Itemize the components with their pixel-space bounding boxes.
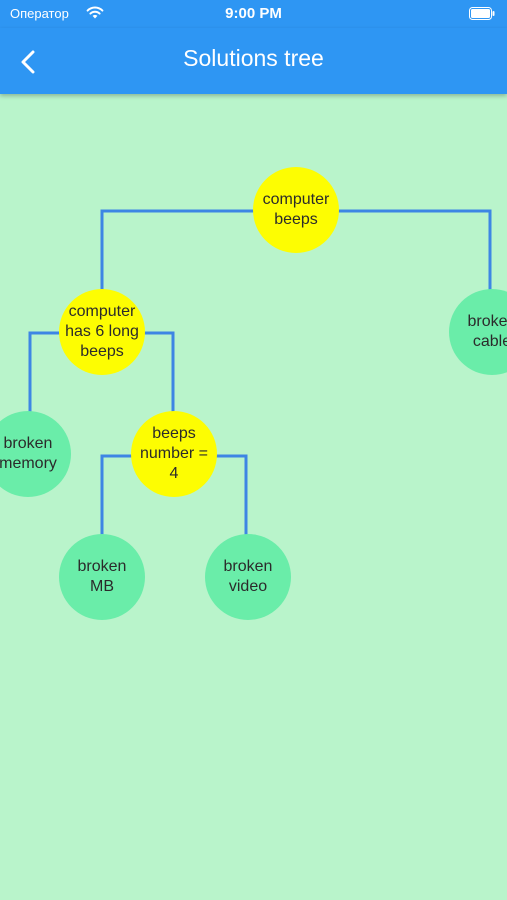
connector-root-right <box>338 209 492 292</box>
battery-icon <box>469 7 495 20</box>
node-broken-mb[interactable]: broken MB <box>59 534 145 620</box>
node-label: broken cable <box>467 313 507 350</box>
node-broken-memory[interactable]: broken memory <box>0 411 71 497</box>
node-broken-video[interactable]: broken video <box>205 534 291 620</box>
app-bar: Solutions tree <box>0 28 507 94</box>
node-beeps-number-4[interactable]: beeps number = 4 <box>131 411 217 497</box>
connector-q2-right <box>216 454 248 537</box>
status-bar: Оператор 9:00 PM <box>0 0 507 28</box>
node-label: broken MB <box>77 558 127 595</box>
wifi-icon <box>86 6 104 19</box>
node-label: beeps number = 4 <box>139 425 209 482</box>
carrier-name: Оператор <box>10 6 69 21</box>
node-computer-has-6-long-beeps[interactable]: computer has 6 long beeps <box>59 289 145 375</box>
node-label: broken video <box>223 558 273 595</box>
connector-q2-left <box>100 454 132 537</box>
connector-root-left <box>100 209 254 292</box>
back-button[interactable] <box>8 42 48 80</box>
status-time: 9:00 PM <box>225 5 282 22</box>
solutions-tree: computer beeps computer has 6 long beeps… <box>0 94 507 900</box>
page-title: Solutions tree <box>183 45 324 71</box>
connector-q1-left <box>28 331 60 414</box>
node-label: computer beeps <box>262 191 330 228</box>
tree-connectors <box>28 209 492 537</box>
node-label: computer has 6 long beeps <box>65 303 139 360</box>
node-label: broken memory <box>0 435 57 472</box>
node-computer-beeps[interactable]: computer beeps <box>253 167 339 253</box>
connector-q1-right <box>144 331 175 414</box>
chevron-left-icon <box>21 50 35 74</box>
